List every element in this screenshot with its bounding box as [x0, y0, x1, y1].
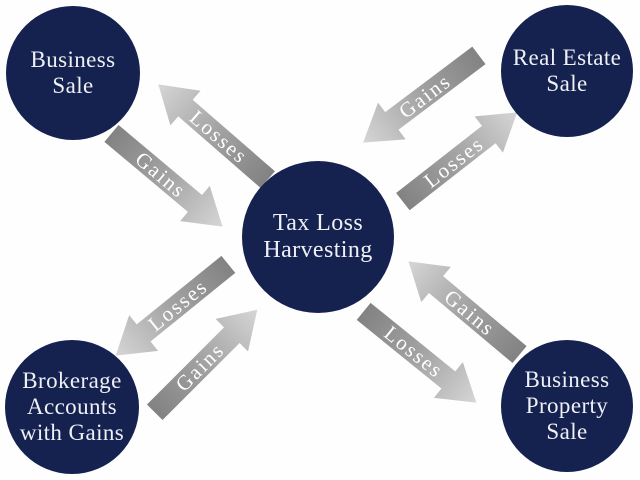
node-label-line: Sale [546, 419, 588, 445]
node-label-line: Real Estate [512, 44, 622, 70]
arrow-label-gains-brokerage-accounts: Gains [171, 338, 230, 397]
node-real-estate-sale: Real Estate Sale [501, 5, 633, 137]
node-label-line: Business [30, 46, 116, 72]
node-label-line: with Gains [19, 420, 125, 446]
arrow-gains-from-brokerage-accounts [146, 309, 258, 421]
node-label-line: Sale [546, 71, 588, 96]
node-brokerage-accounts-with-gains: Brokerage Accounts with Gains [5, 340, 139, 474]
node-business-sale: Business Sale [6, 6, 140, 140]
arrow-label-losses-brokerage-accounts: Losses [144, 274, 213, 336]
arrow-losses-to-business-property-sale [356, 302, 477, 403]
arrow-losses-to-brokerage-accounts [115, 255, 236, 356]
node-label-line: Business [524, 366, 610, 392]
arrow-label-losses-business-sale: Losses [185, 105, 253, 168]
node-label-line: Property [525, 392, 609, 418]
arrow-label-losses-real-estate-sale: Losses [419, 131, 488, 192]
arrow-label-gains-real-estate-sale: Gains [394, 69, 456, 124]
node-label-line: Harvesting [263, 237, 373, 263]
node-label-line: Accounts [26, 393, 118, 419]
arrow-losses-to-business-sale [158, 84, 275, 188]
arrow-gains-from-real-estate-sale [363, 46, 486, 143]
node-business-property-sale: Business Property Sale [501, 340, 633, 472]
node-label-line: Brokerage [22, 367, 122, 393]
arrow-losses-to-real-estate-sale [396, 112, 518, 211]
arrow-gains-from-business-property-sale [408, 261, 527, 364]
arrow-label-gains-business-sale: Gains [131, 147, 192, 203]
arrow-label-gains-business-property-sale: Gains [440, 285, 501, 341]
node-label-line: Sale [52, 73, 94, 98]
node-label-line: Tax Loss [272, 209, 364, 236]
arrow-label-losses-business-property-sale: Losses [380, 321, 449, 383]
arrow-gains-from-business-sale [104, 124, 223, 227]
node-tax-loss-harvesting: Tax Loss Harvesting [242, 161, 394, 313]
